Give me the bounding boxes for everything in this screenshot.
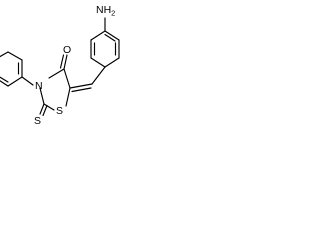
phenyl-bond [7, 76, 23, 87]
ring-sulfur-label: S [56, 105, 63, 117]
phenyl-bond [0, 51, 9, 58]
atom-labels: NH2 O N S S [34, 4, 115, 127]
ring-nitrogen-label: N [35, 80, 43, 92]
amine-label: NH2 [96, 4, 115, 18]
bond-s1-c5 [65, 87, 71, 107]
bond-lines [0, 17, 120, 117]
bond-ch-c5 [69, 83, 93, 89]
aminophenyl-bond [104, 57, 120, 68]
bond-c2-s [39, 103, 45, 115]
bond-ch-c5-double [71, 87, 92, 93]
bond-aryl-ch [91, 66, 106, 85]
aminophenyl-bond [90, 30, 106, 41]
thione-sulfur-label: S [34, 115, 41, 127]
bond-c4-o-double [59, 54, 65, 69]
bond-c2-s1 [43, 103, 55, 111]
bond-n-phenyl [21, 76, 34, 86]
bond-c4-o [63, 54, 68, 70]
aminophenyl-inner-bond [104, 33, 116, 42]
bond-c2-s-double [42, 104, 48, 117]
molecule-structure: NH2 O N S S [0, 4, 120, 127]
bond-c5-c4 [63, 68, 71, 89]
carbonyl-oxygen-label: O [63, 44, 71, 56]
bond-c4-n3 [48, 68, 65, 79]
bond-n3-c2 [39, 87, 45, 105]
phenyl-inner-bond [0, 76, 9, 83]
aminophenyl-bond [90, 57, 106, 68]
phenyl-bond [7, 51, 23, 61]
aminophenyl-bond [104, 30, 120, 41]
phenyl-bond [0, 80, 9, 87]
